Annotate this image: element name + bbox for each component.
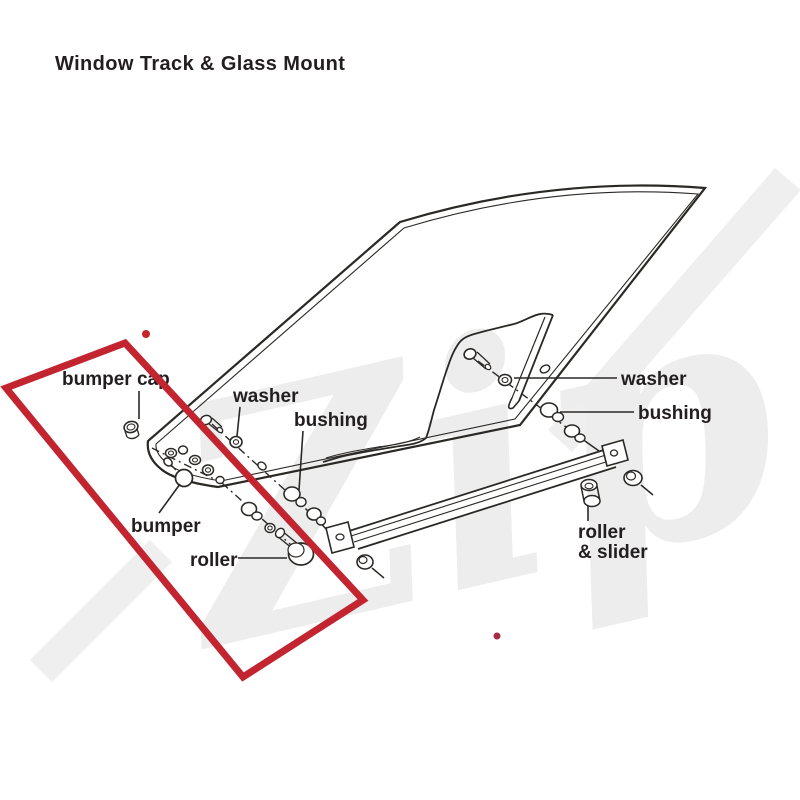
part-washer-right <box>497 373 513 387</box>
highlight-dot-top <box>142 330 150 338</box>
part-spacer-oval <box>257 461 267 471</box>
label-roller-left: roller <box>190 550 238 571</box>
label-roller-slider-line2: & slider <box>578 542 648 563</box>
page-title: Window Track & Glass Mount <box>55 53 345 75</box>
watermark-text: Zip <box>127 211 800 727</box>
label-roller-slider-line1: roller <box>578 522 626 543</box>
label-bushing-left: bushing <box>294 410 368 431</box>
rail-end-hole-right <box>609 449 619 457</box>
leader-bushing-left <box>298 430 304 491</box>
label-washer-right: washer <box>620 369 687 390</box>
rail-edge-4 <box>357 466 617 550</box>
leader-washer-left <box>236 406 241 437</box>
part-bushing-left-2 <box>306 507 327 526</box>
bracket-hole <box>539 364 551 374</box>
highlight-rectangle <box>0 338 369 682</box>
leader-lines <box>138 377 634 559</box>
label-bumper-cap: bumper cap <box>62 369 170 390</box>
part-washer-left <box>229 435 243 449</box>
rail-body-fill <box>349 449 616 549</box>
glass-outline-outer <box>146 184 708 489</box>
bracket-channel-inner <box>511 316 546 399</box>
bracket-wavy-edge-inner <box>325 436 421 459</box>
glass-mount-bracket-drawing <box>322 312 554 463</box>
part-bushing-left-1 <box>283 486 307 508</box>
part-roller-left <box>274 527 315 566</box>
window-track-rail-drawing <box>325 439 654 579</box>
watermark-swoosh-top-right <box>548 168 800 452</box>
part-labels: bumper cap washer bushing bumper roller … <box>62 369 712 571</box>
right-parts-cluster <box>463 348 586 443</box>
watermark-swoosh-bottom-left <box>30 540 172 682</box>
label-bumper: bumper <box>131 516 201 537</box>
axis-washer-bushing-right <box>477 360 579 437</box>
rail-edge-2 <box>350 453 610 537</box>
bracket-wavy-edge <box>322 312 554 463</box>
part-bushing-right-1 <box>539 402 565 423</box>
bracket-foot <box>507 397 520 410</box>
part-bolt-right <box>463 348 492 371</box>
axis-corner-cluster <box>151 447 223 484</box>
rail-edge-3 <box>353 459 613 543</box>
glass-outline-inner <box>155 191 700 482</box>
part-rail-roller-right <box>623 469 654 496</box>
part-bumper <box>163 457 194 488</box>
highlight-annotation <box>0 330 501 682</box>
bracket-channel-outer <box>518 314 554 402</box>
part-corner-nut-row <box>164 445 225 485</box>
rail-end-hole-left <box>335 533 345 541</box>
label-bushing-right: bushing <box>638 403 712 424</box>
highlight-dot-right <box>493 632 501 640</box>
part-rail-roller-left <box>356 554 385 579</box>
part-bushing-right-2 <box>563 424 586 443</box>
leader-bumper <box>158 483 181 514</box>
part-roller-slider <box>580 478 601 508</box>
left-parts-cluster <box>123 414 327 566</box>
glass-panel-drawing <box>146 184 708 489</box>
rail-edge-1 <box>348 448 608 532</box>
label-washer-left: washer <box>232 386 299 407</box>
part-bumper-cap <box>123 420 140 440</box>
part-roller-left-washers <box>240 501 276 534</box>
